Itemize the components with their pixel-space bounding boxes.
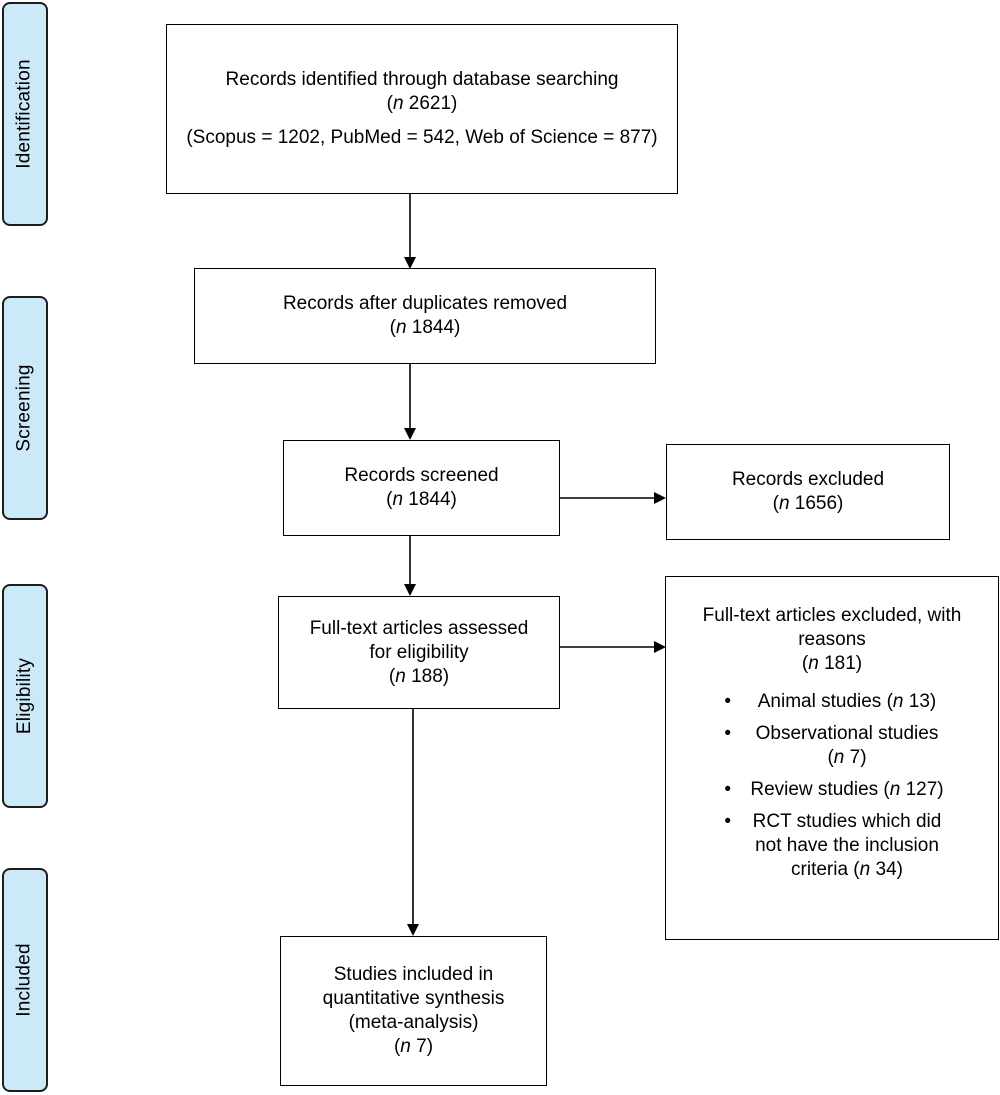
fulltext-assessed-count: (n 188) — [389, 665, 449, 689]
records-excluded-box: Records excluded (n 1656) — [666, 444, 950, 540]
fulltext-excluded-count: (n 181) — [802, 652, 862, 676]
paren: ( — [389, 317, 396, 338]
records-excluded-count: (n 1656) — [773, 492, 844, 516]
reason-text: RCT studies which did — [752, 811, 942, 832]
fulltext-excluded-title-1: Full-text articles excluded, with — [702, 605, 962, 626]
records-deduplicated-count: (n 1844) — [390, 316, 461, 340]
records-identified-sources: (Scopus = 1202, PubMed = 542, Web of Sci… — [186, 127, 658, 148]
count-value: 2621) — [403, 93, 458, 114]
paren: ( — [827, 747, 834, 768]
reason-text: not have the inclusion — [755, 835, 939, 856]
stage-included: Included — [2, 868, 48, 1092]
reason-review-studies: • Review studies (n 127) — [720, 778, 943, 802]
reason-text: Animal studies ( — [757, 691, 893, 712]
n-symbol: n — [395, 665, 406, 687]
count-value: 7) — [410, 1036, 434, 1057]
fulltext-excluded-title-2: reasons — [798, 629, 866, 650]
stage-identification: Identification — [2, 2, 48, 226]
reason-observational-studies: • Observational studies (n 7) — [720, 722, 943, 770]
studies-included-box: Studies included in quantitative synthes… — [280, 936, 547, 1086]
n-symbol: n — [392, 93, 404, 114]
reason-count: 7) — [844, 747, 867, 768]
reason-text: criteria ( — [791, 859, 860, 880]
records-identified-box: Records identified through database sear… — [166, 24, 678, 194]
studies-included-title-2: quantitative synthesis — [322, 988, 505, 1009]
stage-eligibility: Eligibility — [2, 584, 48, 808]
n-symbol: n — [392, 489, 404, 510]
records-identified-title: Records identified through database sear… — [225, 69, 619, 90]
count-value: 181) — [818, 653, 863, 674]
n-symbol: n — [395, 317, 407, 338]
reason-count-line: (n 7) — [750, 746, 943, 770]
paren: ( — [393, 1036, 401, 1057]
n-symbol: n — [400, 1036, 411, 1057]
n-symbol: n — [892, 691, 904, 712]
reason-count: 34) — [870, 859, 903, 880]
stage-screening: Screening — [2, 296, 48, 520]
bullet-icon: • — [724, 691, 732, 712]
records-screened-box: Records screened (n 1844) — [283, 440, 560, 536]
reason-animal-studies: • Animal studies (n 13) — [720, 690, 943, 714]
fulltext-assessed-title-1: Full-text articles assessed — [309, 617, 529, 639]
reason-text: Review studies ( — [750, 779, 890, 800]
fulltext-excluded-box: Full-text articles excluded, with reason… — [665, 576, 999, 940]
n-symbol: n — [778, 493, 790, 514]
records-deduplicated-title: Records after duplicates removed — [282, 293, 568, 314]
n-symbol: n — [833, 747, 845, 768]
bullet-icon: • — [724, 779, 732, 800]
count-value: 1844) — [406, 317, 461, 338]
paren: ( — [772, 493, 779, 514]
bullet-icon: • — [724, 723, 732, 744]
paren: ( — [386, 489, 393, 510]
bullet-icon: • — [724, 811, 732, 832]
exclusion-reasons-list: • Animal studies (n 13) • Observational … — [720, 690, 943, 890]
n-symbol: n — [889, 779, 901, 800]
paren: ( — [388, 665, 396, 687]
fulltext-assessed-box: Full-text articles assessed for eligibil… — [278, 596, 560, 709]
n-symbol: n — [808, 653, 819, 674]
studies-included-count: (n 7) — [394, 1035, 433, 1059]
studies-included-title-3: (meta-analysis) — [348, 1012, 479, 1033]
count-value: 1656) — [789, 493, 844, 514]
paren: ( — [386, 93, 393, 114]
reason-count: 13) — [903, 691, 937, 712]
records-screened-count: (n 1844) — [386, 488, 457, 512]
fulltext-assessed-title-2: for eligibility — [369, 641, 469, 663]
count-value: 188) — [405, 665, 450, 687]
paren: ( — [801, 653, 809, 674]
records-excluded-title: Records excluded — [731, 469, 885, 490]
reason-count-line: criteria (n 34) — [750, 858, 943, 882]
records-identified-count: (n 2621) — [387, 92, 458, 116]
n-symbol: n — [859, 859, 871, 880]
records-deduplicated-box: Records after duplicates removed (n 1844… — [194, 268, 656, 364]
count-value: 1844) — [403, 489, 457, 510]
records-screened-title: Records screened — [344, 465, 499, 486]
reason-rct-studies: • RCT studies which did not have the inc… — [720, 810, 943, 882]
studies-included-title-1: Studies included in — [333, 964, 494, 985]
reason-count: 127) — [900, 779, 944, 800]
reason-text: Observational studies — [755, 723, 939, 744]
